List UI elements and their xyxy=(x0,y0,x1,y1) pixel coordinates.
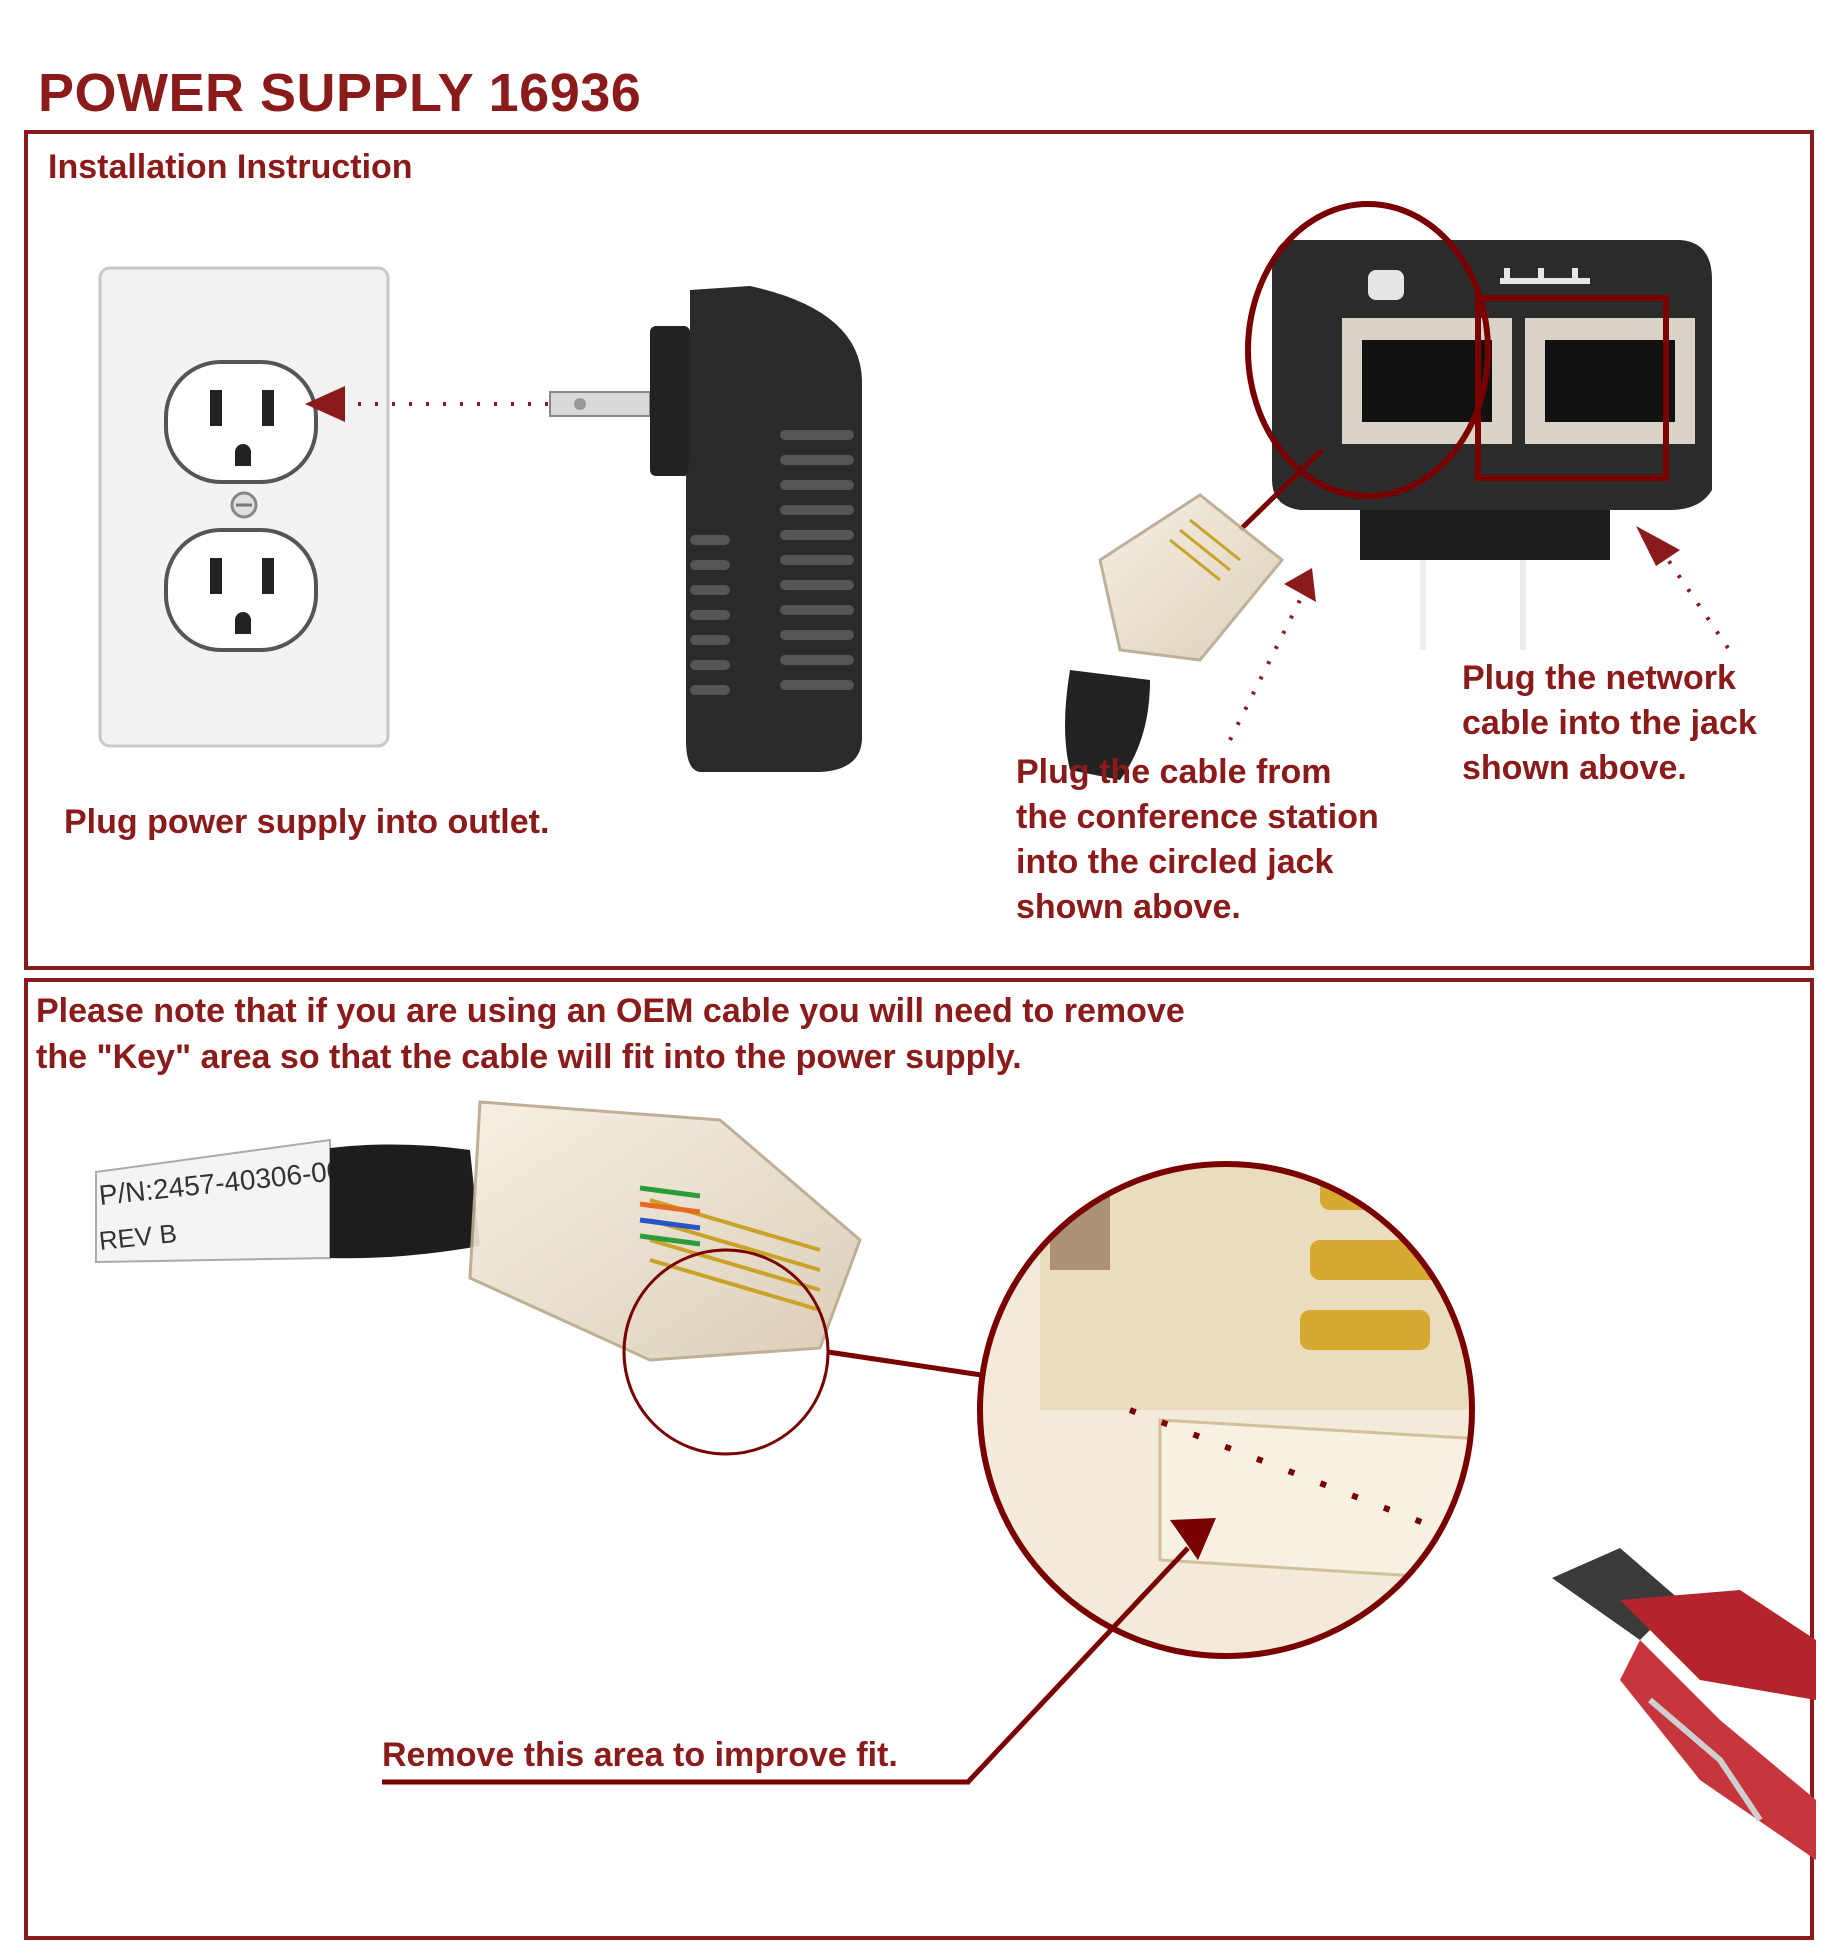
conference-arrow xyxy=(1228,568,1316,741)
network-port-icon xyxy=(1500,268,1590,284)
network-caption: Plug the network cable into the jack sho… xyxy=(1462,659,1757,787)
oem-cable-image: P/N:2457-40306-004 REV B xyxy=(95,1100,862,1362)
circled-jack-highlight xyxy=(1245,201,1491,499)
remove-area-arrow xyxy=(382,1518,1216,1785)
oem-note-panel: Please note that if you are using an OEM… xyxy=(24,978,1814,1940)
data-port-icon xyxy=(1368,270,1404,300)
outlet-arrow xyxy=(305,386,548,422)
oem-cable-note: Please note that if you are using an OEM… xyxy=(36,992,1185,1076)
outlet-caption: Plug power supply into outlet. xyxy=(64,803,550,841)
rj45-plug-image xyxy=(1065,493,1285,780)
conference-caption: Plug the cable from the conference stati… xyxy=(1016,753,1379,926)
wire-cutters-image xyxy=(1552,1548,1816,1860)
network-jack-highlight xyxy=(1475,295,1669,481)
magnified-key-view xyxy=(977,1161,1475,1659)
section-subtitle: Installation Instruction xyxy=(48,148,413,186)
wall-outlet-image xyxy=(98,266,390,748)
power-adapter-image xyxy=(549,286,862,772)
installation-panel: Installation Instruction xyxy=(24,130,1814,970)
remove-area-caption: Remove this area to improve fit. xyxy=(382,1736,898,1774)
network-arrow xyxy=(1636,526,1730,650)
poe-injector-image xyxy=(1272,240,1712,650)
page-title: POWER SUPPLY 16936 xyxy=(38,63,642,123)
